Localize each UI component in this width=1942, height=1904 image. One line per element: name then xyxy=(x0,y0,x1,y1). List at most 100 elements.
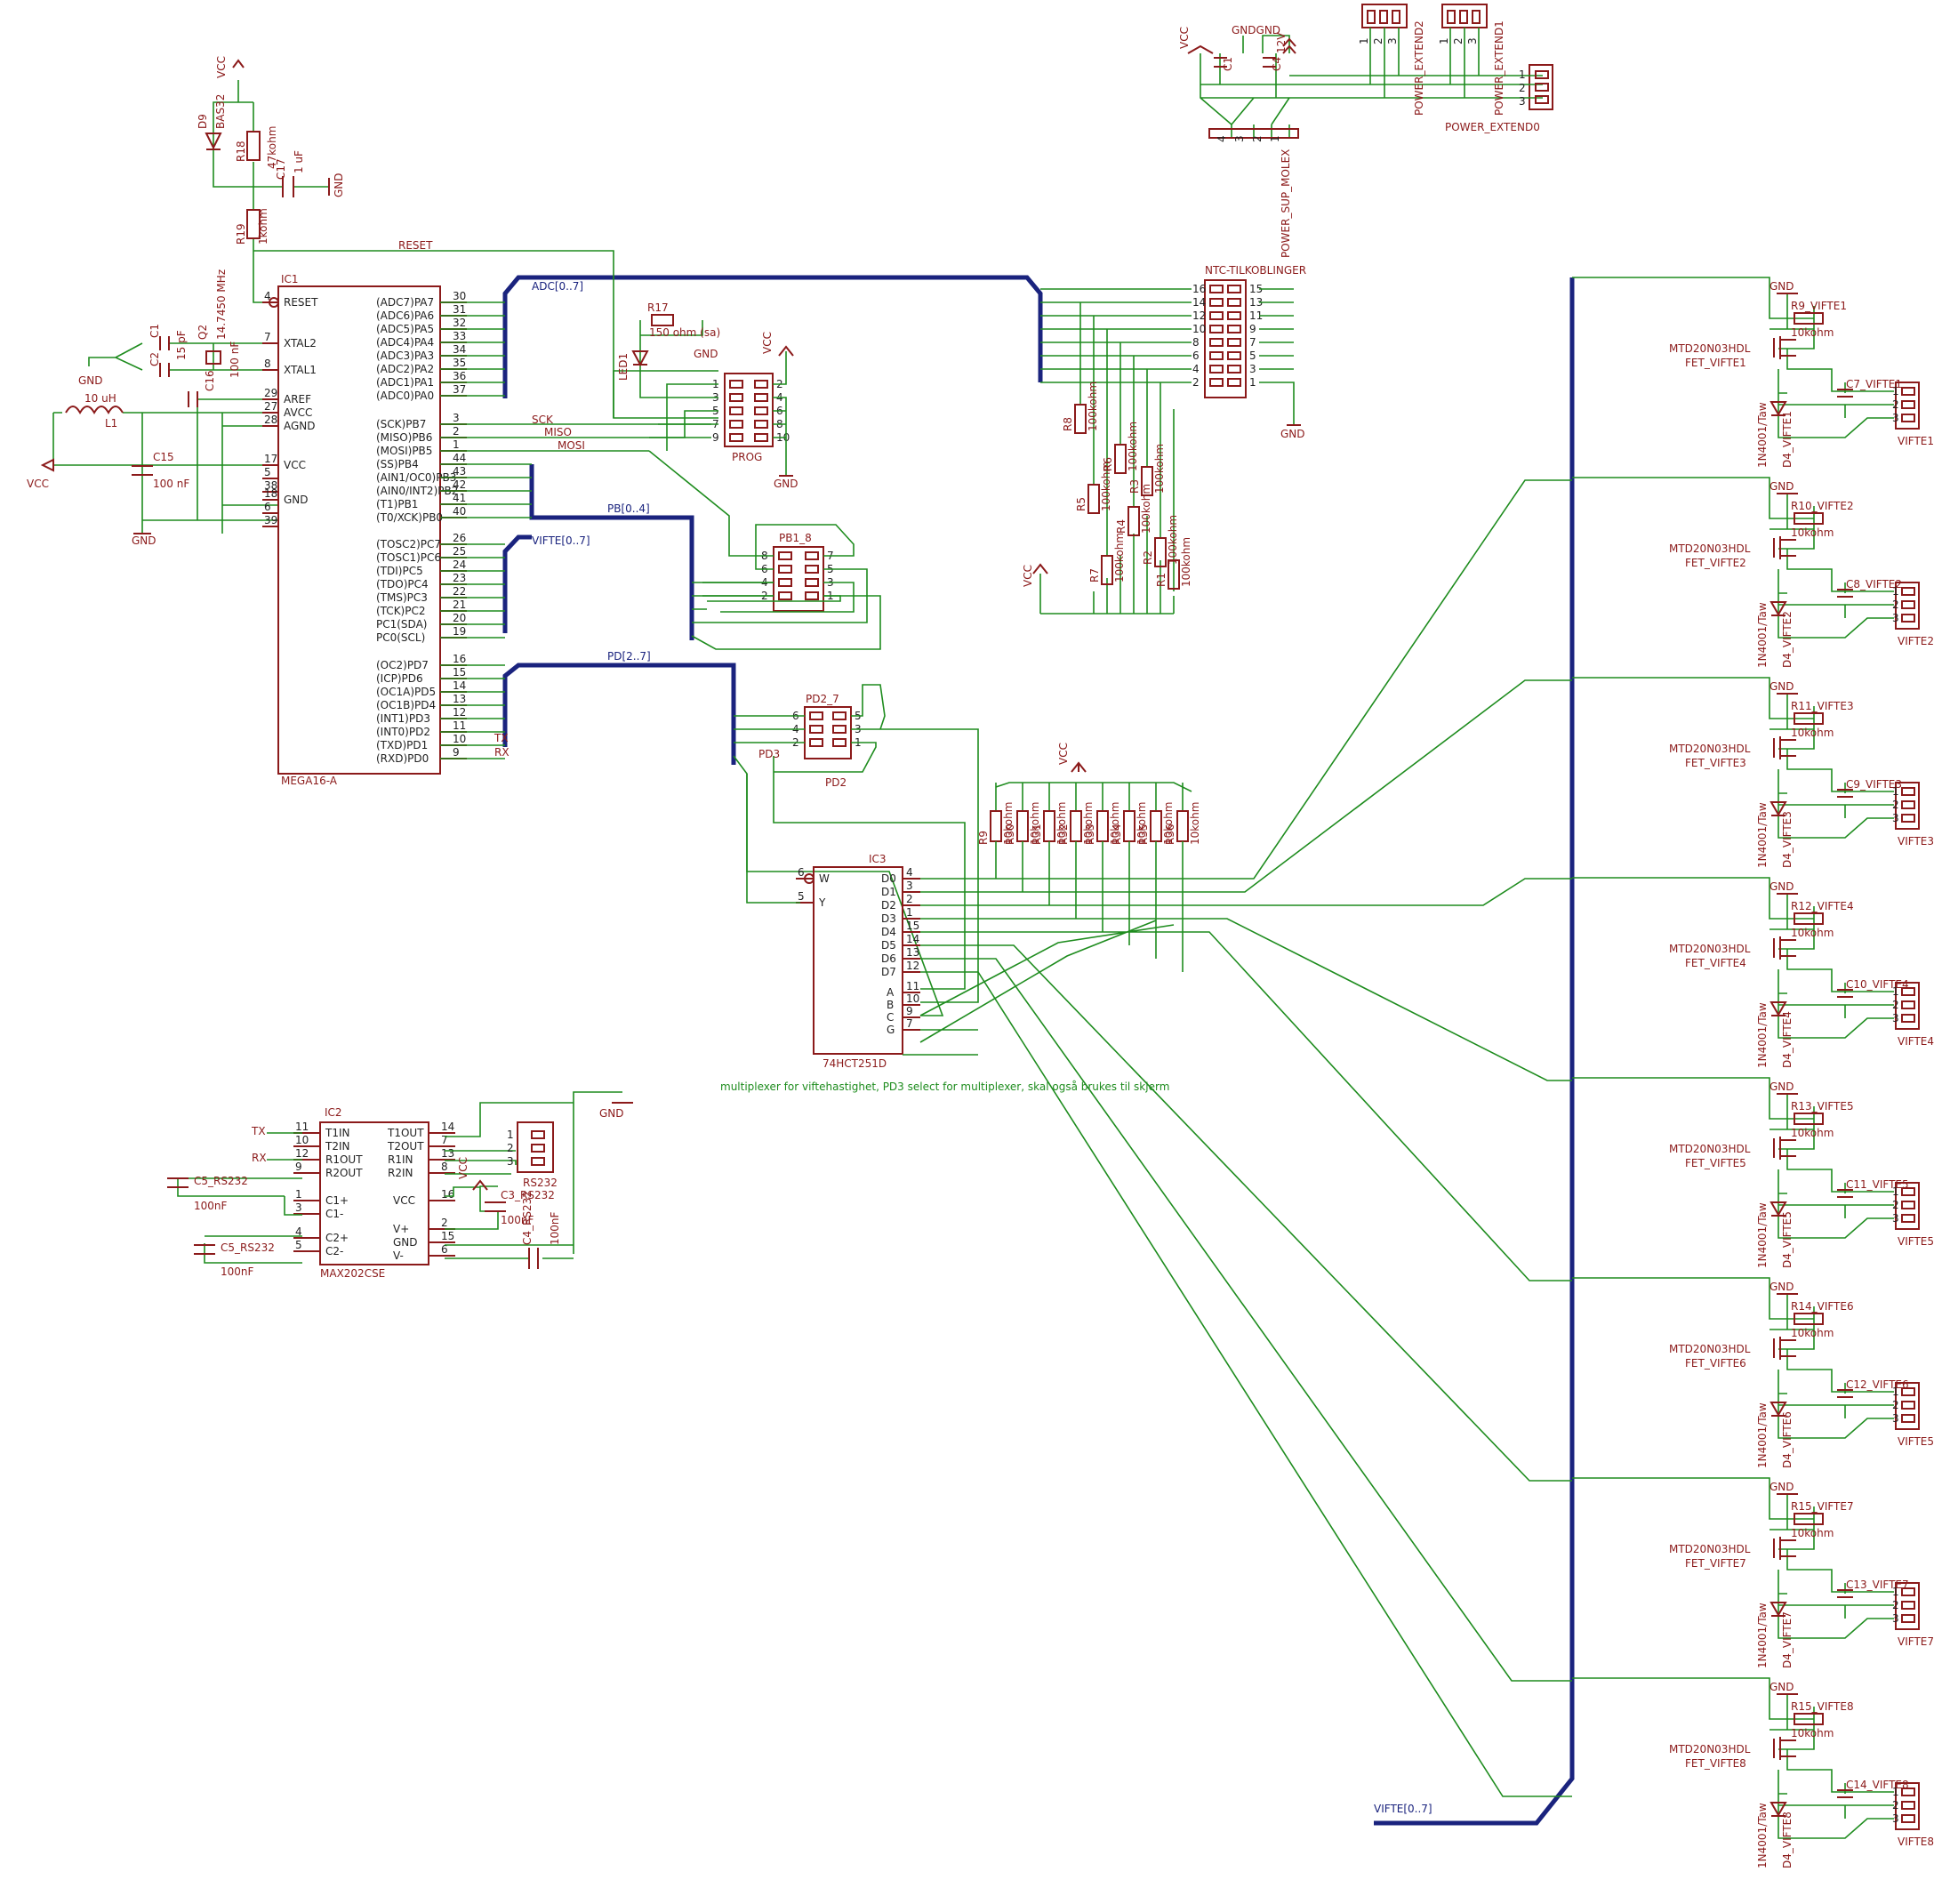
prog-name: PROG xyxy=(732,451,762,463)
mosi-net-label: MOSI xyxy=(558,439,585,452)
pin-name: (ADC3)PA3 xyxy=(376,349,434,362)
gnd-label-r17: GND xyxy=(694,348,718,360)
pin-number: 41 xyxy=(453,492,466,504)
pd-header-name: PD2_7 xyxy=(806,693,839,705)
fan-diode-ref: D4_VIFTE3 xyxy=(1781,811,1794,868)
pullup-resistor-value: 10kohm xyxy=(1189,802,1201,845)
pin-number: 34 xyxy=(453,343,466,356)
fan-connector-name: VIFTE8 xyxy=(1898,1836,1934,1848)
c5a-ref: C5_RS232 xyxy=(194,1175,248,1187)
fan-connector xyxy=(1895,1582,1920,1630)
pin-name: B xyxy=(887,999,894,1011)
q2-ref: Q2 xyxy=(197,325,209,340)
pin-number: 20 xyxy=(453,612,466,624)
fan-connector-pin: 3 xyxy=(1892,1012,1899,1024)
fan-connector-pin: 3 xyxy=(1892,1612,1899,1625)
vcc-label-molex: VCC xyxy=(1178,27,1191,49)
fan-gnd-label: GND xyxy=(1769,1081,1794,1093)
pin-name: D3 xyxy=(881,912,896,925)
ntc-resistor xyxy=(1127,506,1140,536)
fan-resistor-ref: R12_VIFTE4 xyxy=(1791,900,1854,912)
portd-wires xyxy=(440,664,505,759)
fan-connector-pad xyxy=(1901,400,1915,409)
pullup-resistor-ref: R9 xyxy=(977,831,990,845)
d9-value: BAS32 xyxy=(214,94,227,129)
l1-value: 10 uH xyxy=(84,392,116,405)
fan-connector-name: VIFTE7 xyxy=(1898,1635,1934,1648)
pin-number: 9 xyxy=(906,1005,913,1017)
fan-fet xyxy=(1773,736,1796,759)
r18-ref: R18 xyxy=(235,141,247,162)
ic2-value: MAX202CSE xyxy=(320,1267,385,1280)
pin-number: 15 xyxy=(441,1230,454,1242)
bus-label-vifte-b: VIFTE[0..7] xyxy=(1374,1803,1432,1815)
fan-connector-pin: 3 xyxy=(1892,1812,1899,1825)
fan-resistor-value: 10kohm xyxy=(1791,1327,1834,1339)
pin-name: (T0/XCK)PB0 xyxy=(376,511,443,524)
ntc-resistor-value: 100kohm xyxy=(1100,462,1112,511)
ntc-resistor xyxy=(1087,484,1100,514)
fan-diode xyxy=(1769,601,1787,617)
vcc-label-supply: VCC xyxy=(27,478,49,490)
pin-name: R1OUT xyxy=(325,1153,363,1166)
molex-pin-number: 1 xyxy=(1269,135,1281,142)
pin-number: 14 xyxy=(906,933,919,945)
fan-connector-pad xyxy=(1901,987,1915,996)
pullup-resistor-value: 10kohm xyxy=(1055,802,1068,845)
header-pin-number: 13 xyxy=(1249,296,1263,309)
pullup-resistor-ref: R35 xyxy=(1137,823,1150,845)
fan-stage: 123GNDR12_VIFTE410kohmMTD20N03HDLFET_VIF… xyxy=(1572,877,1934,1068)
fan-capacitor-ref: C8_VIFTE2 xyxy=(1846,578,1902,590)
fan-resistor xyxy=(1794,1513,1824,1525)
fan-diode-ref: D4_VIFTE7 xyxy=(1781,1611,1794,1668)
ntc-resistor-ref: R8 xyxy=(1062,417,1074,431)
fan-connector xyxy=(1895,582,1920,630)
fan-connector-pad xyxy=(1901,1788,1915,1796)
fan-diode-value: 1N4001/Taw xyxy=(1756,1603,1769,1668)
pin-name: AGND xyxy=(284,420,316,432)
pin-name: (TDI)PC5 xyxy=(376,565,423,577)
header-pad xyxy=(809,711,823,720)
pin-name: XTAL1 xyxy=(284,364,317,376)
ext1-pin-number: 2 xyxy=(1452,37,1465,44)
pin-name: PC1(SDA) xyxy=(376,618,427,631)
pin-name: A xyxy=(887,986,895,999)
vcc-label-reset: VCC xyxy=(215,56,228,78)
pin-number: 12 xyxy=(906,960,919,972)
ext1-pad xyxy=(1447,10,1456,24)
header-pad xyxy=(805,578,819,587)
pin-number: 40 xyxy=(453,505,466,518)
ext0-pad xyxy=(1535,70,1549,79)
fan-connector-pin: 2 xyxy=(1892,599,1899,611)
fan-connector-pin: 2 xyxy=(1892,1599,1899,1611)
header-pad xyxy=(729,380,743,389)
header-pin-number: 15 xyxy=(1249,283,1263,295)
c4-value: 100nF xyxy=(549,1211,561,1245)
header-pad xyxy=(1227,298,1241,307)
pin-number: 4 xyxy=(264,290,271,302)
pin-number: 13 xyxy=(906,946,919,959)
pin-name: D0 xyxy=(881,872,896,885)
fan-connector-name: VIFTE3 xyxy=(1898,835,1934,848)
ext1-name: POWER_EXTEND1 xyxy=(1493,20,1505,116)
c16-value: 100 nF xyxy=(229,341,241,378)
pin-name: AVCC xyxy=(284,406,312,419)
fan-resistor-value: 10kohm xyxy=(1791,1527,1834,1539)
fan-connector-pad xyxy=(1901,1014,1915,1023)
pin-name: (ADC5)PA5 xyxy=(376,323,434,335)
fan-connector-pad xyxy=(1901,814,1915,823)
fan-diode-ref: D4_VIFTE4 xyxy=(1781,1011,1794,1068)
ntc-resistor-ref: R3 xyxy=(1128,479,1141,494)
fan-connector-pad xyxy=(1901,1187,1915,1196)
reset-circuit xyxy=(205,59,718,419)
r18-value: 47kohm xyxy=(266,126,278,169)
pin-name: W xyxy=(819,872,830,885)
fan-connector-pin: 3 xyxy=(1892,412,1899,424)
header-pin-number: 12 xyxy=(1192,309,1206,322)
pin-number: 7 xyxy=(441,1134,448,1146)
fan-connector-pad xyxy=(1901,1614,1915,1623)
